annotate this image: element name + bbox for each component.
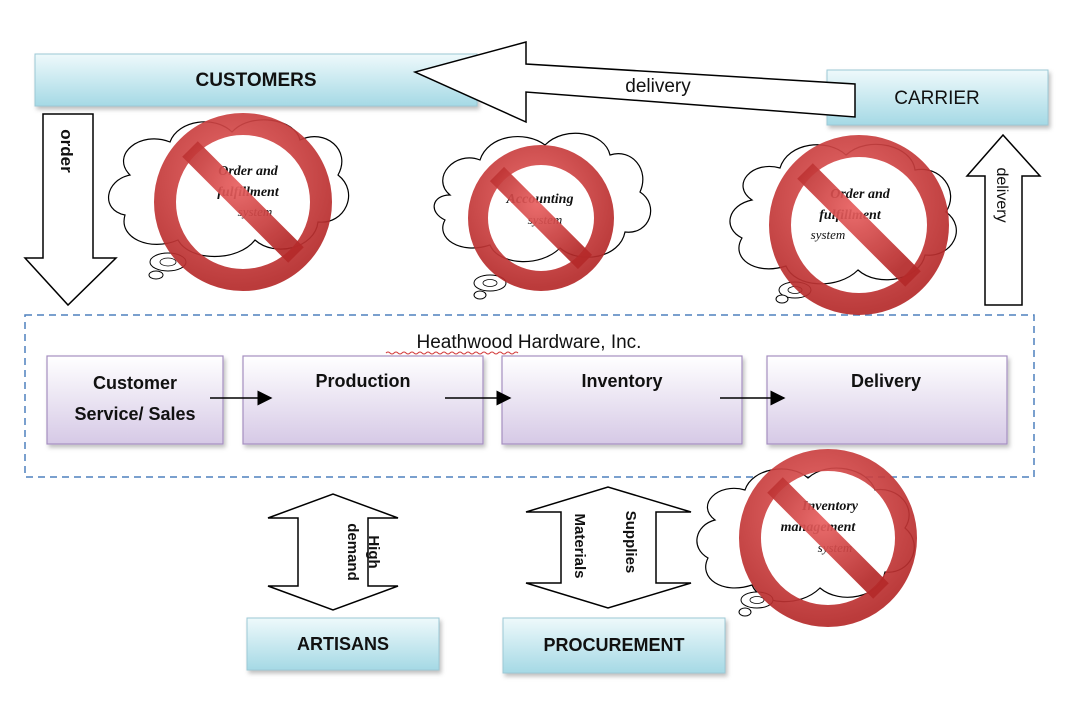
carrier-box: CARRIER <box>826 69 1049 126</box>
cloud-inventory-management: Inventory management system <box>696 449 917 627</box>
cloud3-line3: system <box>811 227 846 242</box>
cloud-accounting: Accounting system <box>433 132 652 300</box>
prohibited-icon <box>739 449 917 627</box>
dept-production-label: Production <box>316 371 411 391</box>
dept-inventory: Inventory <box>501 355 743 445</box>
cloud-order-fulfillment-2: Order and fulfillment system <box>729 135 957 315</box>
customers-label: CUSTOMERS <box>195 70 316 91</box>
procurement-box: PROCUREMENT <box>502 617 726 674</box>
dept-delivery-label: Delivery <box>851 371 921 391</box>
prohibited-icon <box>468 145 614 291</box>
cloud1-line1: Order and <box>218 164 279 179</box>
order-label: order <box>57 129 76 173</box>
artisans-box: ARTISANS <box>246 617 440 671</box>
customers-box: CUSTOMERS <box>34 53 478 107</box>
artisans-label: ARTISANS <box>297 634 389 654</box>
dept-customer-service-line1: Customer <box>93 373 177 393</box>
prohibited-icon <box>154 113 332 291</box>
delivery-right-label: delivery <box>993 167 1010 222</box>
delivery-arrow-right: delivery <box>965 133 1042 306</box>
artisans-arrow-line2: demand <box>344 523 361 581</box>
company-container: Heathwood Hardware, Inc. <box>24 314 1035 478</box>
carrier-label: CARRIER <box>894 88 980 109</box>
prohibited-icon <box>769 135 949 315</box>
delivery-top-label: delivery <box>625 76 691 97</box>
dept-delivery: Delivery <box>766 355 1008 445</box>
procurement-label: PROCUREMENT <box>543 635 684 655</box>
company-name: Heathwood Hardware, Inc. <box>417 332 642 353</box>
dept-customer-service: Customer Service/ Sales <box>46 355 224 445</box>
cloud-order-fulfillment-1: Order and fulfillment system <box>108 113 350 291</box>
procurement-arrow-line1: Supplies <box>622 511 639 574</box>
delivery-arrow-top: delivery <box>412 41 856 124</box>
artisans-arrow-line1: High <box>365 535 382 568</box>
spellcheck-underline <box>385 351 519 355</box>
artisans-double-arrow: High demand <box>267 493 399 611</box>
dept-production: Production <box>242 355 484 445</box>
dept-customer-service-line2: Service/ Sales <box>74 404 195 424</box>
dept-inventory-label: Inventory <box>581 371 662 391</box>
order-arrow: order <box>23 113 118 307</box>
procurement-double-arrow: Supplies Materials <box>525 486 692 609</box>
procurement-arrow-line2: Materials <box>571 513 588 578</box>
